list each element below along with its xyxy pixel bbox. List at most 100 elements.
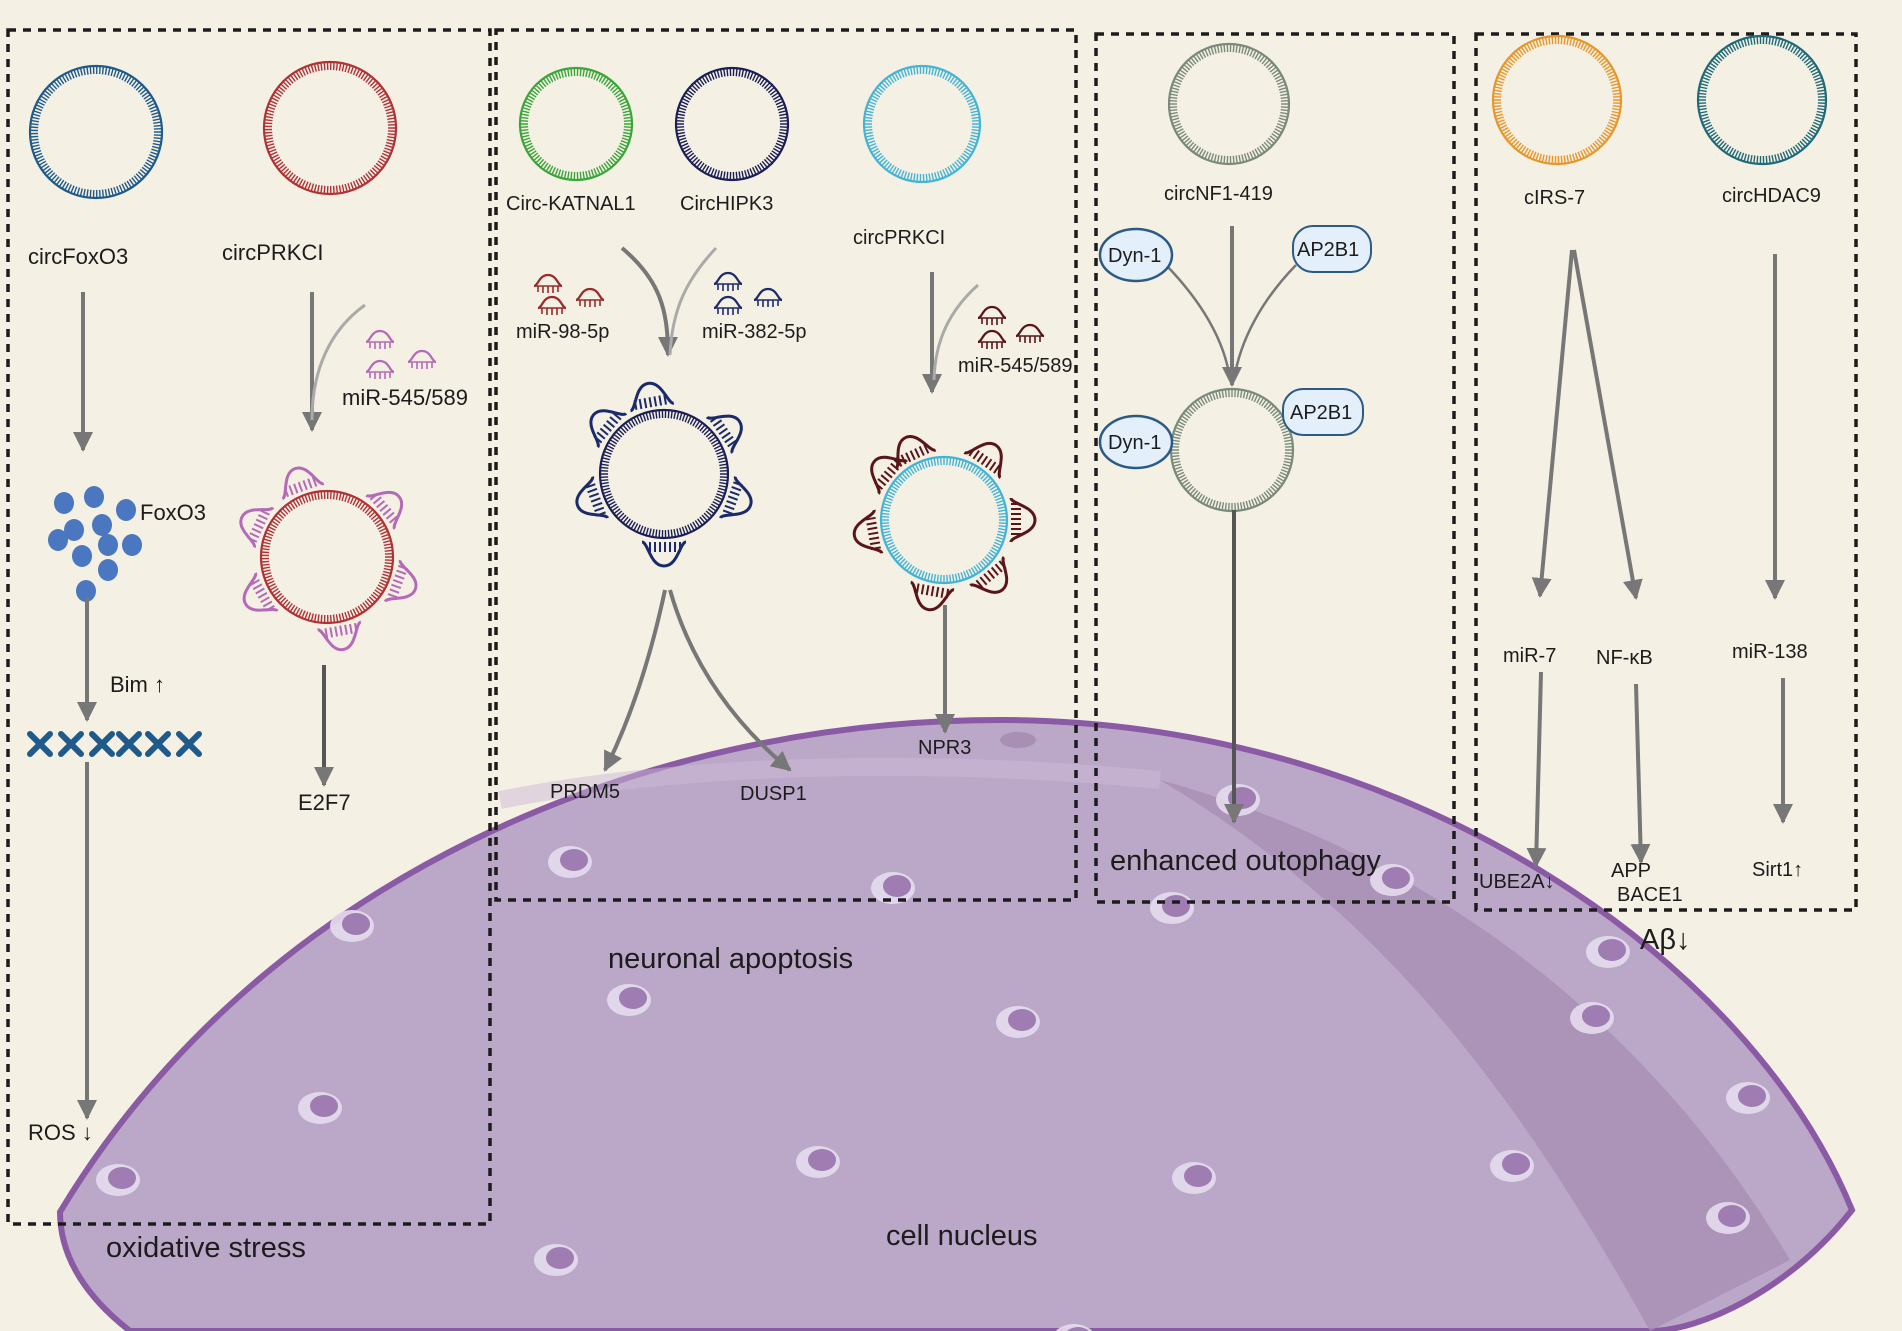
foxo3-dot-5	[48, 529, 68, 551]
nuclear-pore-9	[796, 1146, 840, 1178]
ring-hipk3-sponge	[575, 381, 753, 568]
nucleus-highlight	[498, 757, 1161, 809]
label-neuronal-apoptosis: neuronal apoptosis	[608, 943, 853, 975]
ring-nf1-complex	[1169, 387, 1295, 513]
mirna-382-5p-2	[713, 295, 743, 315]
foxo3-dot-8	[72, 545, 92, 567]
cross-mark-5	[176, 731, 202, 757]
cross-mark-3	[116, 731, 142, 757]
foxo3-dot-9	[98, 559, 118, 581]
ring-circhdac9	[1696, 34, 1828, 166]
foxo3-dot-2	[116, 499, 136, 521]
label-circhdac9: circHDAC9	[1722, 185, 1821, 207]
ring-circfoxo3	[28, 64, 164, 200]
nuclear-pore-14	[534, 1244, 578, 1276]
mirna-545-589-a-0	[365, 329, 395, 349]
nuclear-pore-0	[548, 846, 592, 878]
mirna-545-589-b-1	[1015, 323, 1045, 343]
ring-prkci-sponge-bound-mirna-5	[239, 506, 275, 548]
mirna-545-589-b-0	[977, 305, 1007, 325]
nuclear-pore-4	[996, 1006, 1040, 1038]
arrow-mir7-to-ube2a	[1526, 671, 1547, 868]
panel-autophagy	[1094, 32, 1456, 904]
ring-circhipk3	[674, 66, 790, 182]
panel-neuronal-apoptosis	[494, 28, 1078, 902]
arrow-ap2-merge	[1232, 264, 1297, 381]
label-ap2b1-bound: AP2B1	[1290, 402, 1352, 424]
nuclear-pore-12	[1726, 1082, 1770, 1114]
cross-mark-0	[27, 731, 53, 757]
label-dyn-1-top: Dyn-1	[1108, 245, 1161, 267]
ring-prkci2-sponge-bound-mirna-2	[1009, 497, 1037, 543]
apoptosis-elements	[603, 246, 1036, 772]
label-npr3: NPR3	[918, 737, 971, 759]
label-dusp1: DUSP1	[740, 783, 807, 805]
label-ube2a: UBE2A↓	[1479, 871, 1555, 893]
ring-prkci-sponge-bound-mirna-2	[383, 559, 418, 603]
ring-prkci2-sponge	[852, 435, 1037, 612]
foxo3-dot-10	[76, 580, 96, 602]
arrow-dyn-merge	[1165, 264, 1232, 381]
label-abeta: Aβ↓	[1640, 924, 1691, 956]
arrow-mir-merge-1	[310, 303, 366, 421]
nuclear-pore-15	[1055, 1324, 1093, 1331]
mirna-545-589-b-2	[977, 329, 1007, 349]
ap2b1-top	[1292, 225, 1372, 273]
ring-prkci-sponge-bound-mirna-3	[317, 620, 362, 652]
cross-mark-2	[89, 731, 115, 757]
label-ros: ROS ↓	[28, 1120, 93, 1145]
npr3-spot	[1000, 732, 1036, 748]
abeta-elements	[1526, 249, 1793, 868]
ring-prkci2-sponge-bound-mirna-4	[909, 580, 955, 612]
mirna-382-5p-1	[753, 287, 783, 307]
arrow-to-prdm5	[603, 589, 667, 772]
panel-abeta	[1474, 32, 1858, 912]
dyn-1-top	[1098, 227, 1174, 283]
ring-prkci2-sponge-bound-mirna-3	[969, 556, 1009, 594]
mirna-545-589-a-2	[365, 359, 395, 379]
nuclear-pore-11	[1490, 1150, 1534, 1182]
label-ap2b1-top: AP2B1	[1297, 239, 1359, 261]
arrow-nfkb-to-app	[1630, 683, 1651, 864]
nuclear-pore-7	[298, 1092, 342, 1124]
ring-prkci-sponge	[239, 466, 418, 652]
label-sirt1: Sirt1↑	[1752, 859, 1803, 881]
label-mir-7: miR-7	[1503, 645, 1556, 667]
mirna-98-5p-1	[575, 287, 605, 307]
mirna-clusters	[365, 271, 1045, 379]
nuclear-pore-16	[1370, 864, 1414, 896]
label-nf-kb: NF-κB	[1596, 647, 1653, 669]
label-foxo3: FoxO3	[140, 500, 206, 525]
label-mir-545-589-2: miR-545/589	[958, 355, 1073, 377]
label-bace1: BACE1	[1617, 884, 1683, 906]
foxo3-dot-0	[54, 492, 74, 514]
foxo3-dot-1	[84, 486, 104, 508]
foxo3-dot-6	[98, 534, 118, 556]
label-mir-382-5p: miR-382-5p	[702, 321, 806, 343]
label-oxidative-stress: oxidative stress	[106, 1232, 306, 1264]
mirna-545-589-a-1	[407, 349, 437, 369]
nuclear-pores	[96, 784, 1770, 1331]
ring-circnf1-419	[1167, 42, 1291, 166]
foxo3-dot-4	[92, 514, 112, 536]
label-enhanced-autophagy: enhanced outophagy	[1110, 845, 1381, 877]
label-mir-545-589-1: miR-545/589	[342, 385, 468, 410]
arrow-irs7-to-mir7	[1531, 249, 1574, 598]
ring-hipk3-sponge-bound-mirna-0	[629, 381, 675, 413]
foxo3-dot-3	[64, 519, 84, 541]
ring-circ-katnal1	[518, 66, 634, 182]
mirna-98-5p-0	[533, 273, 563, 293]
panel-oxidative-stress	[6, 28, 492, 1226]
label-prdm5: PRDM5	[550, 781, 620, 803]
ring-circprkci-2	[862, 64, 982, 184]
cell-nucleus	[56, 716, 1856, 1331]
ring-prkci2-sponge-bound-mirna-5	[852, 509, 884, 555]
label-dyn-1-bound: Dyn-1	[1108, 432, 1161, 454]
autophagy-elements	[1098, 225, 1372, 824]
nuclear-pore-17	[1586, 936, 1630, 968]
cross-mark-4	[145, 731, 171, 757]
arrow-irs7-to-nfkb	[1572, 249, 1643, 600]
foxo3-dot-7	[122, 534, 142, 556]
arrow-to-dusp1	[668, 589, 792, 772]
label-e2f7: E2F7	[298, 790, 351, 815]
